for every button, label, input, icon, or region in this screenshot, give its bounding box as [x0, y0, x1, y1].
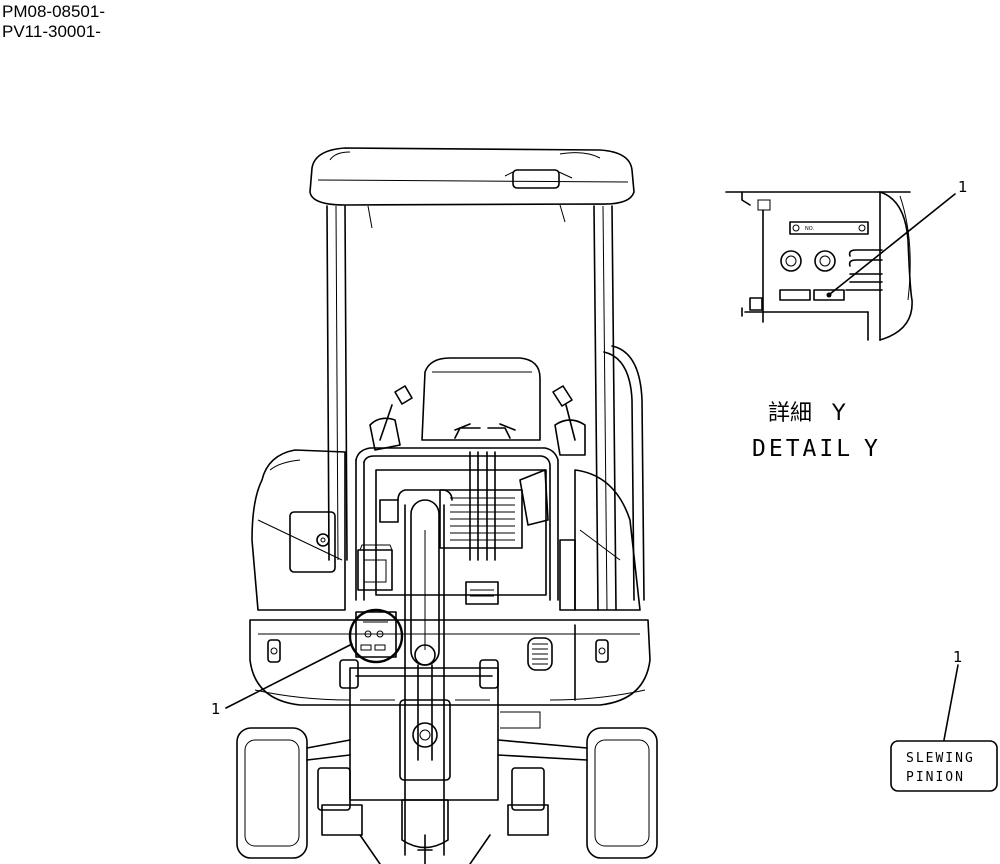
leader-line-decal: [943, 664, 959, 741]
callout-number-decal: 1: [953, 648, 963, 666]
engine-compartment: [375, 451, 549, 605]
operator-seat: [421, 357, 541, 441]
control-levers: [369, 385, 586, 456]
leader-line-detail: [829, 193, 956, 295]
decal-slewing-pinion: SLEWING PINION: [890, 664, 998, 792]
serial-number-block: PM08-08501- PV11-30001-: [2, 2, 105, 42]
rear-control-panel: [348, 608, 404, 664]
vent-grille: [527, 637, 553, 671]
detail-id-en: Y: [864, 436, 881, 462]
light-box: [357, 544, 393, 591]
leader-line-left: [225, 643, 353, 709]
detail-title-jp: 詳細: [768, 401, 812, 426]
detail-y-caption: 詳細 Y DETAIL Y: [752, 401, 881, 462]
counterweight: [249, 619, 651, 706]
swing-bracket: [339, 659, 499, 801]
boom-and-arm: [397, 489, 453, 864]
right-side-cover: [559, 469, 641, 611]
decal-line-1: SLEWING: [906, 751, 975, 766]
decal-line-2: PINION: [906, 770, 965, 785]
serial-number-1: PM08-08501-: [2, 2, 106, 21]
detail-id-jp: Y: [831, 401, 846, 426]
excavator-rear-view: [225, 147, 658, 864]
callout-number-machine: 1: [211, 700, 221, 718]
callout-number-detail: 1: [958, 178, 968, 196]
detail-title-en: DETAIL: [752, 436, 853, 462]
left-side-cover: [251, 449, 346, 611]
crawler-tracks: [236, 711, 658, 864]
detail-y-view: NO.: [725, 191, 956, 341]
canopy-roof: [309, 147, 635, 229]
serial-number-2: PV11-30001-: [2, 22, 101, 41]
detail-panel-plate-text: NO.: [805, 226, 814, 232]
canopy-posts: [326, 205, 645, 611]
rear-guard-frame: [355, 447, 559, 601]
